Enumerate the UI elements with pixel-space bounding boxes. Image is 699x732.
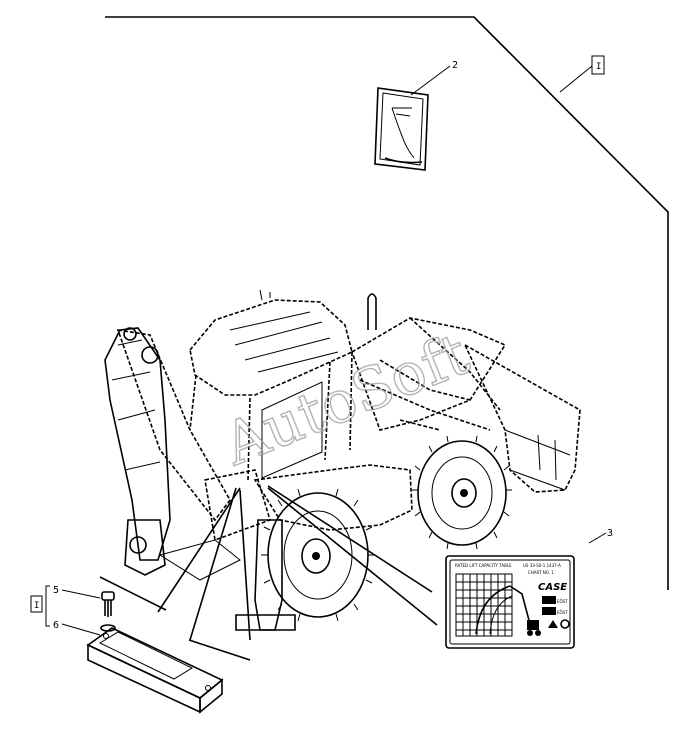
leader-lines	[99, 485, 438, 661]
decal-brand: CASE	[538, 582, 567, 593]
decal-model-1: EÕST	[557, 599, 568, 604]
rear-wheel	[261, 488, 375, 622]
reference-box-top-label: I	[596, 62, 601, 72]
callout-2: 2	[452, 60, 458, 71]
reference-frame-line	[105, 16, 669, 590]
lift-capacity-decal: 3 RATED LIFT CAPACITY TABLE US 33-S0-1 1…	[445, 528, 613, 649]
callout-6: 6	[53, 620, 59, 631]
manual-booklet: 2	[374, 60, 458, 171]
reference-box-left-label: I	[34, 601, 39, 611]
reference-box-top: I	[559, 55, 605, 93]
front-wheel	[412, 435, 512, 550]
bolt	[100, 591, 116, 632]
callout-3: 3	[607, 528, 613, 539]
decal-title: RATED LIFT CAPACITY TABLE	[455, 563, 512, 568]
watermark: AutoSoft	[213, 319, 478, 479]
backhoe-loader	[104, 289, 581, 631]
info-circle-icon	[560, 619, 570, 629]
decal-ref: US 33-S0-1 1437-A	[523, 563, 561, 568]
decal-grid	[455, 573, 541, 637]
decal-sub: CHART NO. 1	[528, 570, 554, 575]
decal-model-2: EÕST	[557, 610, 568, 615]
reference-box-left: I 5 6	[30, 585, 101, 636]
warning-triangle-icon	[548, 620, 558, 628]
pad-block	[86, 627, 224, 714]
callout-5: 5	[53, 585, 59, 596]
